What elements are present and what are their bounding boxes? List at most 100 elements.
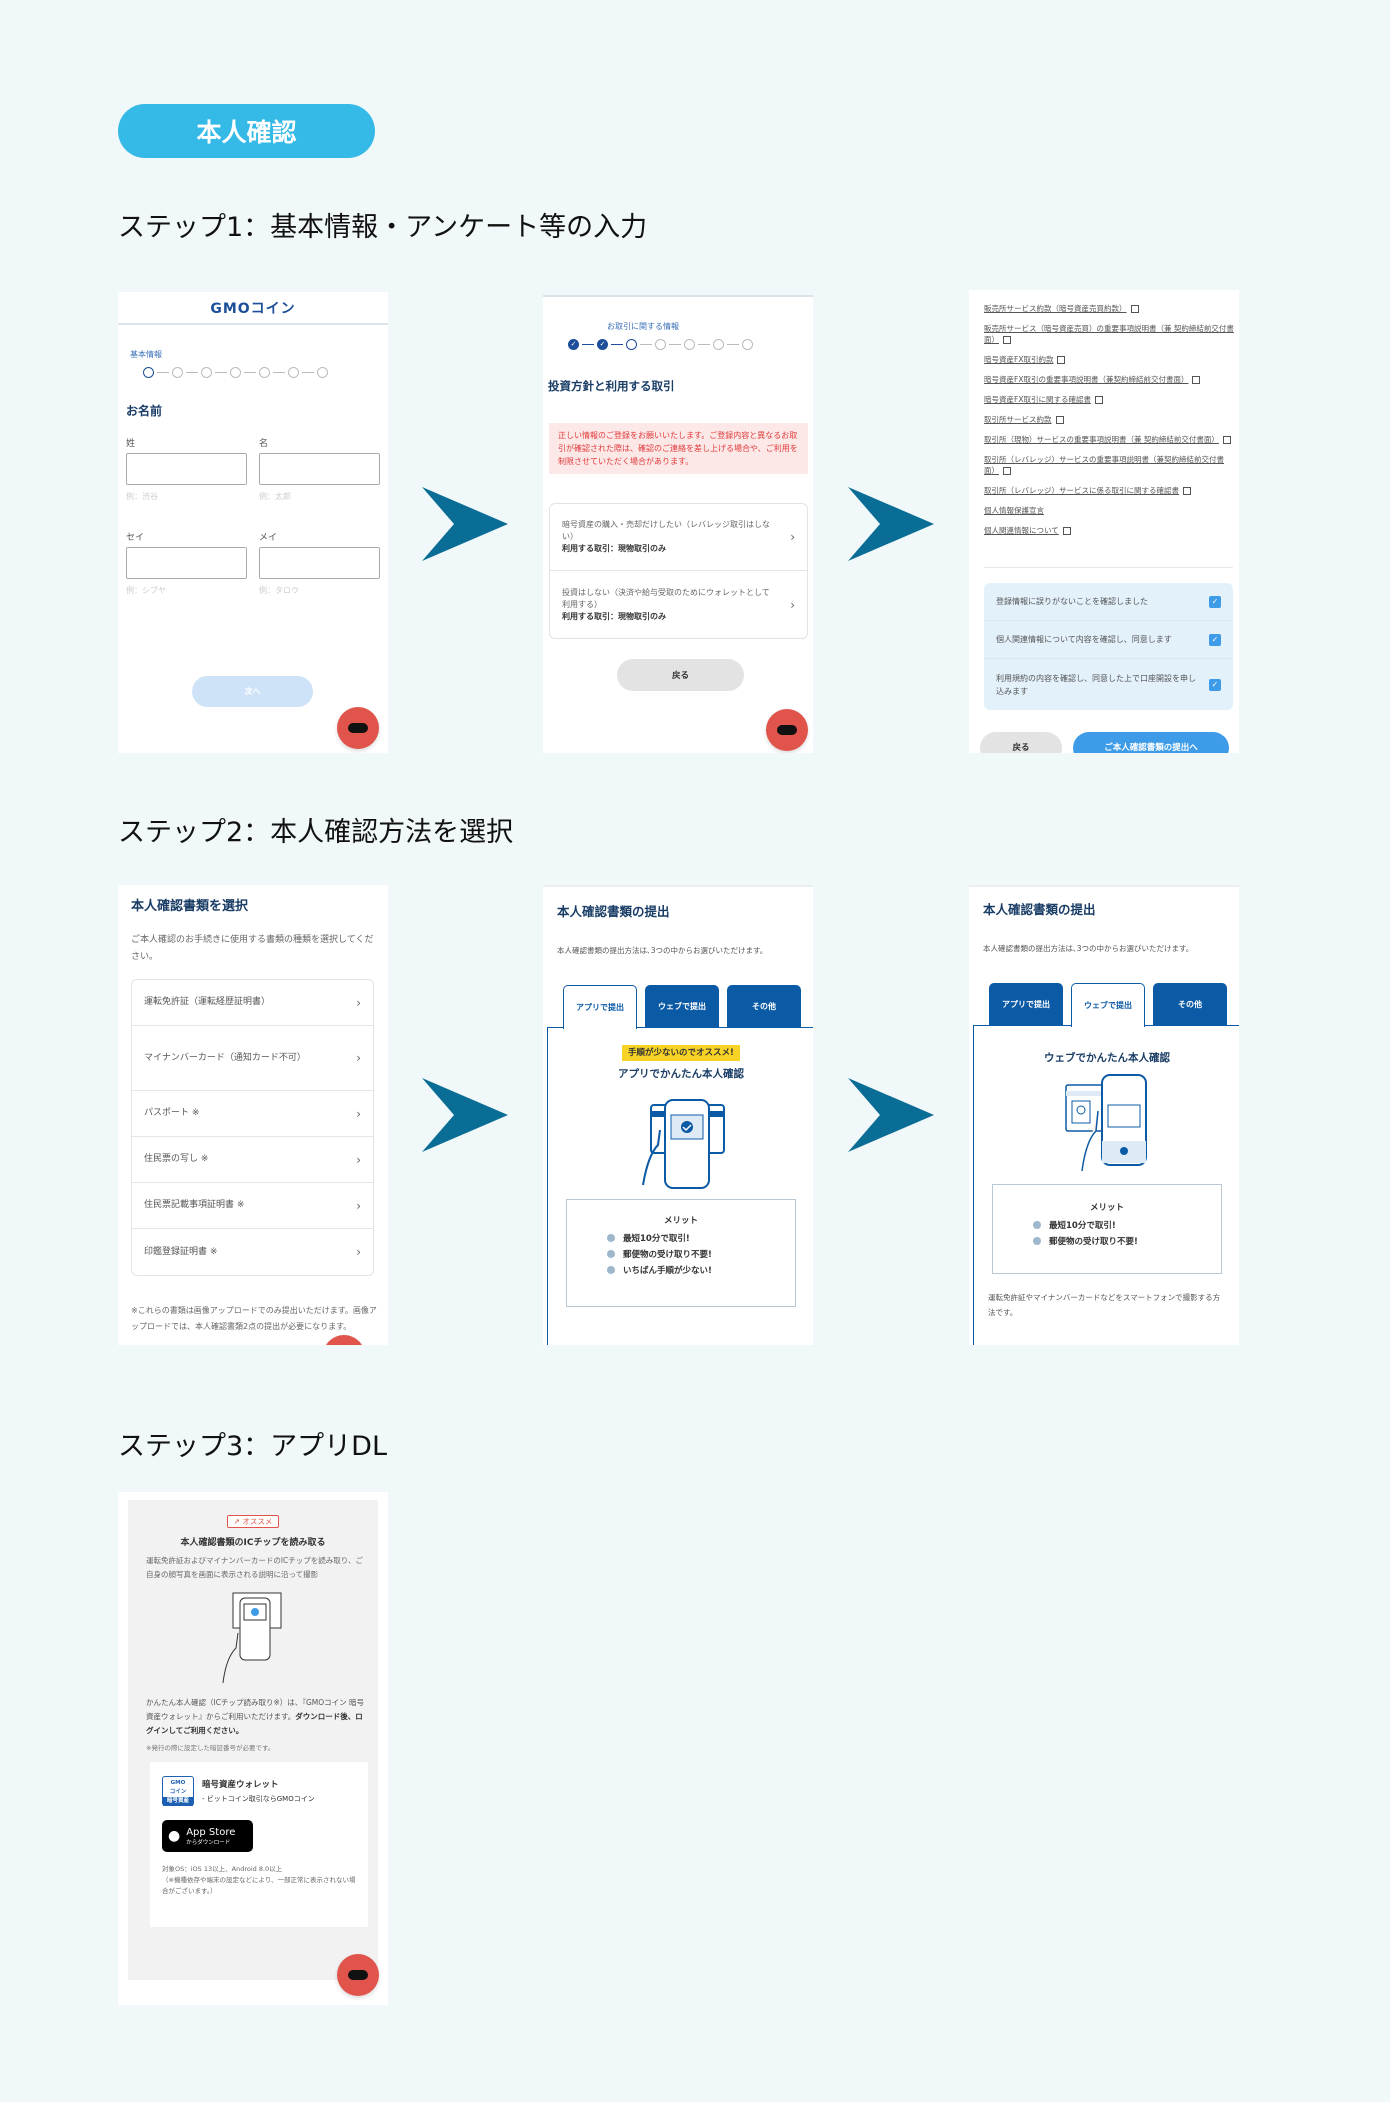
option-text: 投資はしない（決済や給与受取のためにウォレットとして利用する） [562,587,770,609]
first-name-input[interactable] [259,453,380,485]
last-name-input[interactable] [126,453,247,485]
chat-button[interactable] [323,1335,365,1345]
page-heading: 本人確認書類を選択 [131,899,249,914]
consent-item[interactable]: 個人関連情報について内容を確認し、同意します✓ [984,621,1233,659]
tab-panel: ウェブでかんたん本人確認 メリット 最短10分で取引!郵便物の受け取り不要! 運… [973,1025,1239,1345]
checkbox-checked-icon[interactable]: ✓ [1209,633,1221,646]
app-header: GMOコイン [118,292,388,325]
merits-title: メリット [663,1216,698,1226]
arrow-right-icon [422,1078,508,1152]
section-desc: 運転免許証およびマイナンバーカードのICチップを読み取り、ご自身の顔写真を画面に… [146,1556,363,1579]
tab-panel: 手順が少ないのでオススメ! アプリでかんたん本人確認 メリット 最短10分で取引… [547,1027,813,1345]
document-type-label: 運転免許証（運転経歴証明書） [144,997,271,1007]
field-label: 姓 [126,439,136,449]
back-button[interactable]: 戻る [980,732,1062,753]
last-name-kana-input[interactable] [126,547,247,579]
arrow-right-icon [422,487,508,561]
wallet-info-text: かんたん本人確認（ICチップ読み取り※）は、『GMOコイン 暗号資産ウォレット』… [146,1698,365,1721]
document-link[interactable]: 取引所（レバレッジ）サービスの重要事項説明書（兼契約締結前交付書面） [984,454,1234,476]
document-type-item[interactable]: 住民票の写し ※› [132,1137,373,1183]
method-title: ウェブでかんたん本人確認 [1044,1052,1170,1064]
phone-nfc-illustration-icon [222,1592,282,1684]
tab-other[interactable]: その他 [727,985,801,1027]
submit-id-documents-button[interactable]: ご本人確認書類の提出へ [1073,732,1229,753]
document-link[interactable]: 暗号資産FX取引に関する確認書 [984,394,1234,405]
document-type-item[interactable]: 住民票記載事項証明書 ※› [132,1183,373,1229]
chat-button[interactable] [337,707,379,749]
checkbox-checked-icon[interactable]: ✓ [1209,678,1221,691]
document-link-label: 個人情報保護宣言 [984,506,1044,515]
footnote: ※これらの書類は画像アップロードでのみ提出いただけます。画像アップロードでは、本… [131,1306,377,1331]
option-item[interactable]: 投資はしない（決済や給与受取のためにウォレットとして利用する）利用する取引：現物… [550,571,807,638]
document-link-label: 暗号資産FX取引の重要事項説明書（兼契約締結前交付書面） [984,375,1189,384]
tab-other[interactable]: その他 [1153,983,1227,1025]
store-sublabel: からダウンロード [186,1839,231,1846]
field-hint: 例：シブヤ [126,586,166,595]
tab-web[interactable]: ウェブで提出 [1071,983,1145,1027]
app-subtitle: - ビットコイン取引ならGMOコイン [202,1795,315,1803]
chat-button[interactable] [337,1954,379,1996]
external-link-icon [1192,376,1201,384]
consent-item[interactable]: 利用規約の内容を確認し、同意した上で口座開設を申し込みます ✓ [984,659,1233,710]
document-link-label: 取引所サービス約款 [984,415,1052,424]
back-button[interactable]: 戻る [617,659,744,691]
document-type-label: パスポート ※ [144,1108,200,1118]
document-link[interactable]: 個人情報保護宣言 [984,505,1234,516]
page-desc: 本人確認書類の提出方法は､3つの中からお選びいただけます。 [557,946,768,955]
consent-item[interactable]: 登録情報に誤りがないことを確認しました✓ [984,583,1233,621]
document-link[interactable]: 取引所サービス約款 [984,414,1234,425]
tab-app[interactable]: アプリで提出 [563,985,637,1029]
tab-bar: アプリで提出 ウェブで提出 その他 [989,983,1229,1027]
external-link-icon [1094,396,1103,404]
document-type-label: 住民票の写し ※ [144,1154,209,1164]
field-label: メイ [259,533,278,543]
document-link-label: 個人関連情報について [984,526,1059,535]
chat-icon [348,723,368,733]
next-button[interactable]: 次へ [192,676,313,707]
consent-label: 利用規約の内容を確認し、同意した上で口座開設を申し込みます [996,673,1196,696]
chevron-right-icon: › [790,597,795,612]
document-type-item[interactable]: パスポート ※› [132,1091,373,1137]
gmo-coin-logo: GMOコイン [210,300,296,317]
chat-button[interactable] [766,709,808,751]
document-link-label: 販売所サービス（暗号資産売買）の重要事項説明書（兼 契約締結前交付書面） [984,324,1234,344]
document-link[interactable]: 取引所（レバレッジ）サービスに係る取引に関する確認書 [984,485,1234,496]
document-link[interactable]: 販売所サービス（暗号資産売買）の重要事項説明書（兼 契約締結前交付書面） [984,323,1234,345]
recommend-badge: 手順が少ないのでオススメ! [622,1045,740,1061]
section-heading: 本人確認書類のICチップを読み取る [180,1538,326,1548]
document-link[interactable]: 暗号資産FX取引の重要事項説明書（兼契約締結前交付書面） [984,374,1234,385]
screen-submit-app: 本人確認書類の提出 本人確認書類の提出方法は､3つの中からお選びいただけます。 … [543,885,813,1345]
option-text: 暗号資産の購入・売却だけしたい（レバレッジ取引はしない） [562,520,770,541]
document-type-item[interactable]: 運転免許証（運転経歴証明書）› [132,980,373,1026]
step-label: お取引に関する情報 [607,322,679,331]
document-link-label: 暗号資産FX取引に関する確認書 [984,395,1091,404]
merits-box: メリット 最短10分で取引!郵便物の受け取り不要! [992,1184,1222,1274]
recommend-badge: ↗ オススメ [226,1515,280,1528]
chat-icon [348,1970,368,1980]
external-link-icon [1183,487,1191,495]
first-name-kana-input[interactable] [259,547,380,579]
document-type-item[interactable]: マイナンバーカード（通知カード不可）› [132,1026,373,1091]
page-heading: 投資方針と利用する取引 [548,379,675,393]
merits-box: メリット 最短10分で取引!郵便物の受け取り不要!いちばん手順が少ない! [566,1199,796,1307]
document-link[interactable]: 取引所（現物）サービスの重要事項説明書（兼 契約締結前交付書面） [984,434,1234,445]
step2-title: ステップ2：本人確認方法を選択 [118,817,514,848]
document-link[interactable]: 暗号資産FX取引約款 [984,354,1234,365]
tab-app[interactable]: アプリで提出 [989,983,1063,1025]
document-link-label: 取引所（現物）サービスの重要事項説明書（兼 契約締結前交付書面） [984,435,1219,444]
external-link-icon [1130,305,1139,313]
recommend-badge-label: オススメ [242,1517,273,1526]
document-type-item[interactable]: 印鑑登録証明書 ※› [132,1229,373,1275]
document-link[interactable]: 個人関連情報について [984,525,1234,536]
arrow-right-icon [848,487,934,561]
screen-basic-info: GMOコイン 基本情報 お名前 姓例：渋谷 名例：太郎 セイ例：シブヤ メイ例：… [118,292,388,753]
option-item[interactable]: 暗号資産の購入・売却だけしたい（レバレッジ取引はしない）利用する取引：現物取引の… [550,504,807,571]
wallet-info: かんたん本人確認（ICチップ読み取り※）は、『GMOコイン 暗号資産ウォレット』… [146,1696,370,1738]
merit-item: 郵便物の受け取り不要! [607,1248,795,1260]
document-link[interactable]: 販売所サービス約款（暗号資産売買約款） [984,303,1234,314]
checkbox-checked-icon[interactable]: ✓ [1209,595,1221,608]
screen-app-download: ↗ オススメ 本人確認書類のICチップを読み取る 運転免許証およびマイナンバーカ… [118,1492,388,2005]
tab-web[interactable]: ウェブで提出 [645,985,719,1027]
ic-chip-section: ↗ オススメ 本人確認書類のICチップを読み取る 運転免許証およびマイナンバーカ… [128,1500,378,1980]
